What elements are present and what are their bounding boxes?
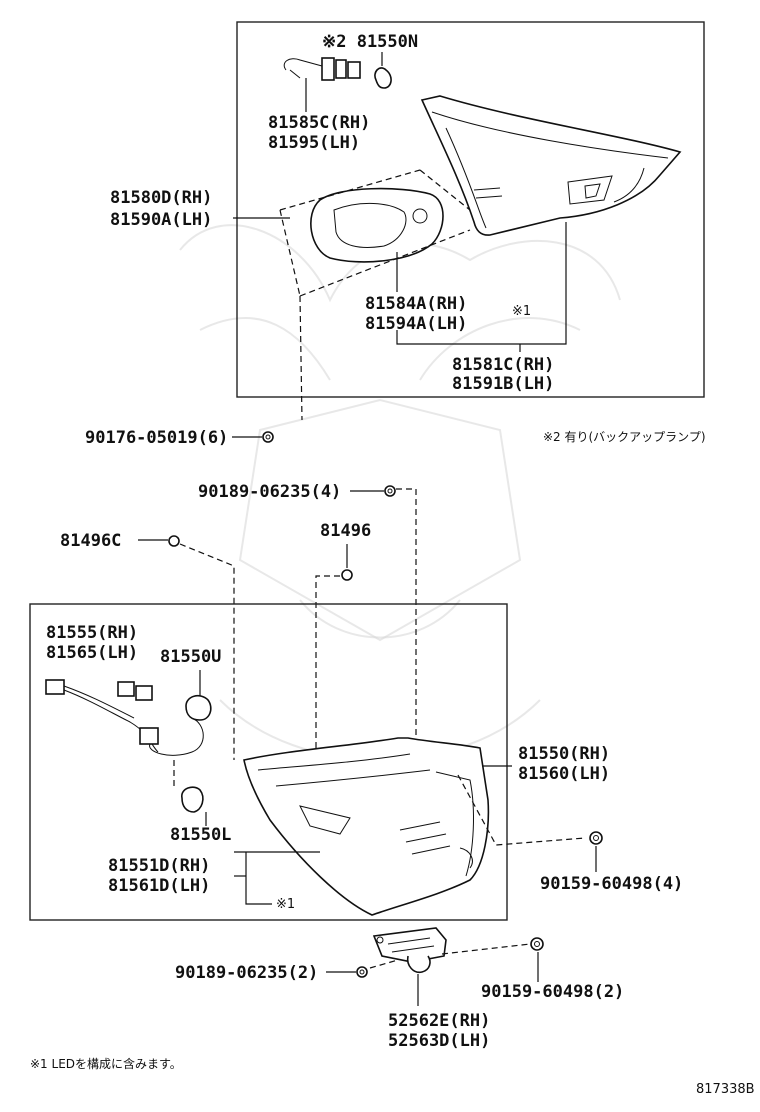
nut-upper-icon (262, 431, 274, 443)
label-lamp-upper-lh: 81591B(LH) (452, 374, 554, 394)
clip-mid-icon (341, 569, 353, 581)
label-clip-mid: 81496 (320, 521, 371, 541)
socket-upper (283, 57, 361, 81)
label-bulb-l: 81550L (170, 825, 231, 845)
lamp-upper (420, 95, 682, 236)
label-gasket-lh: 81594A(LH) (365, 314, 467, 334)
label-socket-lh: 81595(LH) (268, 133, 360, 153)
clip-left-icon (168, 535, 180, 547)
label-note-ref-upper: ※1 (512, 304, 531, 319)
bulb-u (185, 694, 212, 721)
label-lamp-lower-rh: 81550(RH) (518, 744, 610, 764)
screw-top-icon (384, 485, 396, 497)
gasket-upper (310, 187, 444, 263)
bracket (372, 927, 447, 974)
note-2-text: ※2 有り(バックアップランプ) (543, 430, 706, 444)
label-bulb-u: 81550U (160, 647, 221, 667)
label-clip-left: 81496C (60, 531, 121, 551)
label-nut-right: 90159-60498(4) (540, 874, 683, 894)
label-lamp-upper-rh: 81581C(RH) (452, 355, 554, 375)
note-1-text: ※1 LEDを構成に含みます。 (30, 1056, 182, 1071)
screw-bottom-icon (356, 966, 368, 978)
label-bracket-rh: 52562E(RH) (388, 1011, 490, 1031)
bulb-upper (374, 67, 392, 89)
label-lens-lh: 81561D(LH) (108, 876, 210, 896)
label-bracket-lh: 52563D(LH) (388, 1031, 490, 1051)
label-bulb-81550n: ※2 81550N (322, 32, 418, 52)
diagram-id: 817338B (696, 1082, 755, 1097)
label-socket-lower-lh: 81565(LH) (46, 643, 138, 663)
bulb-l (181, 786, 204, 813)
label-gasket-rh: 81584A(RH) (365, 294, 467, 314)
label-screw-bottom: 90189-06235(2) (175, 963, 318, 983)
label-socket-rh: 81585C(RH) (268, 113, 370, 133)
label-screw-top: 90189-06235(4) (198, 482, 341, 502)
upper-assembly-frame (236, 21, 705, 398)
lamp-lower (243, 737, 490, 916)
label-socket-lower-rh: 81555(RH) (46, 623, 138, 643)
label-nut-bottom: 90159-60498(2) (481, 982, 624, 1002)
nut-right-icon (589, 831, 603, 845)
label-note-ref-lower: ※1 (276, 897, 295, 912)
nut-bottom-icon (530, 937, 544, 951)
lower-assembly-frame (29, 603, 508, 921)
label-cover-lh: 81590A(LH) (110, 210, 212, 230)
label-cover-rh: 81580D(RH) (110, 188, 212, 208)
label-lamp-lower-lh: 81560(LH) (518, 764, 610, 784)
label-lens-rh: 81551D(RH) (108, 856, 210, 876)
socket-lower (45, 679, 204, 756)
label-nut-upper: 90176-05019(6) (85, 428, 228, 448)
